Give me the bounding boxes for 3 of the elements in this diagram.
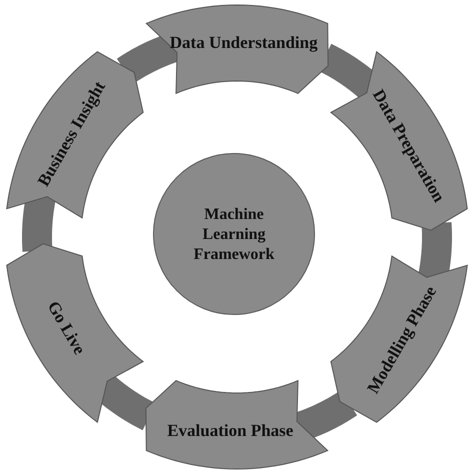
segment-label: Data Understanding — [170, 33, 318, 54]
segment-label: Evaluation Phase — [167, 420, 294, 441]
center-label: Machine Learning Framework — [192, 205, 276, 265]
